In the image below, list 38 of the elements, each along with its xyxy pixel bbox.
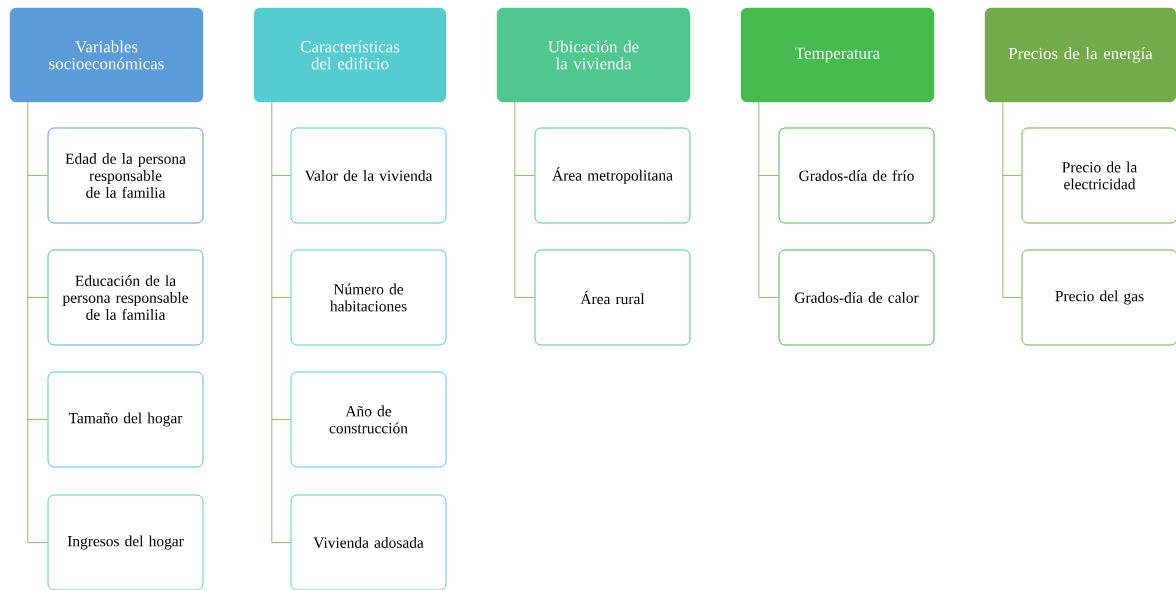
item-box: Tamaño del hogar	[47, 371, 204, 468]
connector-line	[27, 542, 48, 543]
item-box: Grados-día de frío	[778, 127, 935, 224]
item-box: Área metropolitana	[534, 127, 691, 224]
connector-trunk	[514, 101, 516, 298]
connector-line	[271, 175, 291, 176]
category-header: Temperatura	[740, 7, 935, 103]
connector-line	[514, 175, 535, 176]
connector-line	[271, 542, 291, 543]
connector-trunk	[271, 101, 273, 543]
category-header: Variables socioeconómicas	[9, 7, 204, 103]
category-header: Características del edificio	[253, 7, 447, 103]
connector-line	[27, 419, 48, 420]
item-box: Valor de la vivienda	[290, 127, 447, 224]
item-box: Vivienda adosada	[290, 494, 447, 590]
connector-line	[271, 419, 291, 420]
connector-line	[27, 297, 48, 298]
item-box: Ingresos del hogar	[47, 494, 204, 590]
connector-trunk	[1002, 101, 1004, 298]
connector-line	[1002, 175, 1022, 176]
item-box: Número de habitaciones	[290, 249, 447, 346]
connector-trunk	[27, 101, 29, 543]
connector-line	[514, 297, 535, 298]
category-header: Ubicación de la vivienda	[496, 7, 691, 103]
connector-line	[1002, 297, 1022, 298]
item-box: Precio del gas	[1021, 249, 1176, 346]
connector-trunk	[758, 101, 760, 298]
item-box: Área rural	[534, 249, 691, 346]
category-header: Precios de la energía	[984, 7, 1176, 103]
connector-line	[271, 297, 291, 298]
connector-line	[758, 297, 779, 298]
item-box: Año de construcción	[290, 371, 447, 468]
item-box: Educación de la persona responsable de la familia	[47, 249, 204, 346]
item-box: Edad de la persona responsable de la familia	[47, 127, 204, 224]
item-box: Precio de la electricidad	[1021, 127, 1176, 224]
connector-line	[758, 175, 779, 176]
connector-line	[27, 175, 48, 176]
item-box: Grados-día de calor	[778, 249, 935, 346]
